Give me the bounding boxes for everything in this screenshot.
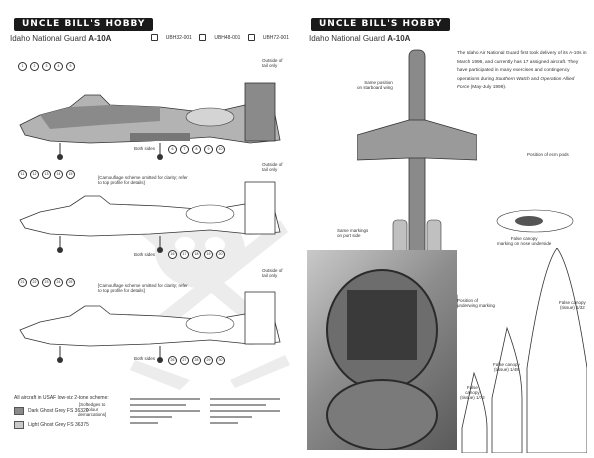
- page-subtitle: Idaho National Guard A-10A: [309, 34, 411, 43]
- canopy-label: False canopy (tissue) 1/48: [493, 362, 520, 372]
- brand-banner: UNCLE BILL'S HOBBY: [311, 18, 451, 31]
- callout-number: 19: [204, 250, 213, 259]
- ecm-position-label: Position of ecm pods: [527, 152, 569, 157]
- legend-swatch: [14, 421, 24, 429]
- legend-item: Light Ghost Grey FS 36375: [14, 421, 109, 429]
- callout-number: 28: [192, 356, 201, 365]
- callout-number: 3: [42, 62, 51, 71]
- callout-number: 1: [18, 62, 27, 71]
- callout-number: 27: [180, 356, 189, 365]
- legend-note: [Softedges to colour demarcations]: [78, 402, 107, 417]
- callout-number: 24: [54, 278, 63, 287]
- callout-number: 6: [168, 145, 177, 154]
- both-sides-label: Both sides: [134, 356, 156, 361]
- callout-number: 10: [216, 145, 225, 154]
- callout-number: 15: [66, 170, 75, 179]
- sku-item: UBH32-001: [150, 34, 192, 41]
- callout-number: 26: [168, 356, 177, 365]
- callout-number: 12: [30, 170, 39, 179]
- callout-number: 7: [180, 145, 189, 154]
- sku-item: UBH72-001: [247, 34, 289, 41]
- callout-number: 5: [66, 62, 75, 71]
- callout-number: 16: [168, 250, 177, 259]
- placeholder-text-block: [130, 398, 200, 428]
- callout-number: 13: [42, 170, 51, 179]
- canopy-templates: [461, 248, 587, 453]
- aircraft-profile-top: [19, 82, 281, 160]
- right-page: UNCLE BILL'S HOBBY Idaho National Guard …: [297, 0, 594, 458]
- same-markings-label: Same markings on port side: [337, 228, 369, 238]
- aircraft-profile-bottom: [19, 291, 281, 363]
- outside-tail-label: Outside of tail only: [262, 268, 283, 278]
- callout-number: 21: [18, 278, 27, 287]
- both-sides-label: Both sides: [134, 252, 156, 257]
- callout-number: 9: [204, 145, 213, 154]
- page-subtitle: Idaho National Guard A-10A: [10, 34, 112, 43]
- callout-number: 22: [30, 278, 39, 287]
- callout-number: 17: [180, 250, 189, 259]
- color-legend: All aircraft in USAF low-viz 2-tone sche…: [14, 395, 109, 429]
- legend-swatch: [14, 407, 24, 415]
- cockpit-photo-image: [307, 250, 457, 450]
- sku-list: UBH32-001 UBH48-001 UBH72-001: [145, 34, 289, 41]
- canopy-label: False canopy (tissue) 1/72: [460, 385, 485, 400]
- outside-tail-label: Outside of tail only: [262, 162, 283, 172]
- nose-marking: [496, 209, 574, 233]
- history-text: The Idaho Air National Guard first took …: [457, 51, 587, 90]
- callout-number: 29: [204, 356, 213, 365]
- callout-number: 2: [30, 62, 39, 71]
- callout-number: 25: [66, 278, 75, 287]
- false-canopy-marking-label: False canopy marking on nose underside: [497, 236, 552, 246]
- callout-number: 14: [54, 170, 63, 179]
- brand-banner: UNCLE BILL'S HOBBY: [14, 18, 154, 31]
- both-sides-label: Both sides: [134, 146, 156, 151]
- outside-tail-label: Outside of tail only: [262, 58, 283, 68]
- aircraft-profile-middle: [19, 181, 281, 253]
- camo-note: [Camouflage scheme omitted for clarity; …: [98, 175, 188, 185]
- callout-number: 30: [216, 356, 225, 365]
- legend-title: All aircraft in USAF low-viz 2-tone sche…: [14, 395, 109, 401]
- callout-number: 11: [18, 170, 27, 179]
- placeholder-text-block: [210, 398, 280, 428]
- legend-item: Dark Ghost Grey FS 36320: [14, 407, 109, 415]
- camo-note: [Camouflage scheme omitted for clarity; …: [98, 283, 188, 293]
- callout-number: 8: [192, 145, 201, 154]
- same-position-label: Same position on starboard wing: [357, 80, 393, 90]
- canopy-label: False canopy (tissue) 1/32: [559, 300, 586, 310]
- callout-number: 4: [54, 62, 63, 71]
- callout-number: 18: [192, 250, 201, 259]
- callout-number: 20: [216, 250, 225, 259]
- underwing-marking-label: Position of underwing marking: [457, 298, 496, 308]
- callout-number: 23: [42, 278, 51, 287]
- sku-item: UBH48-001: [199, 34, 240, 41]
